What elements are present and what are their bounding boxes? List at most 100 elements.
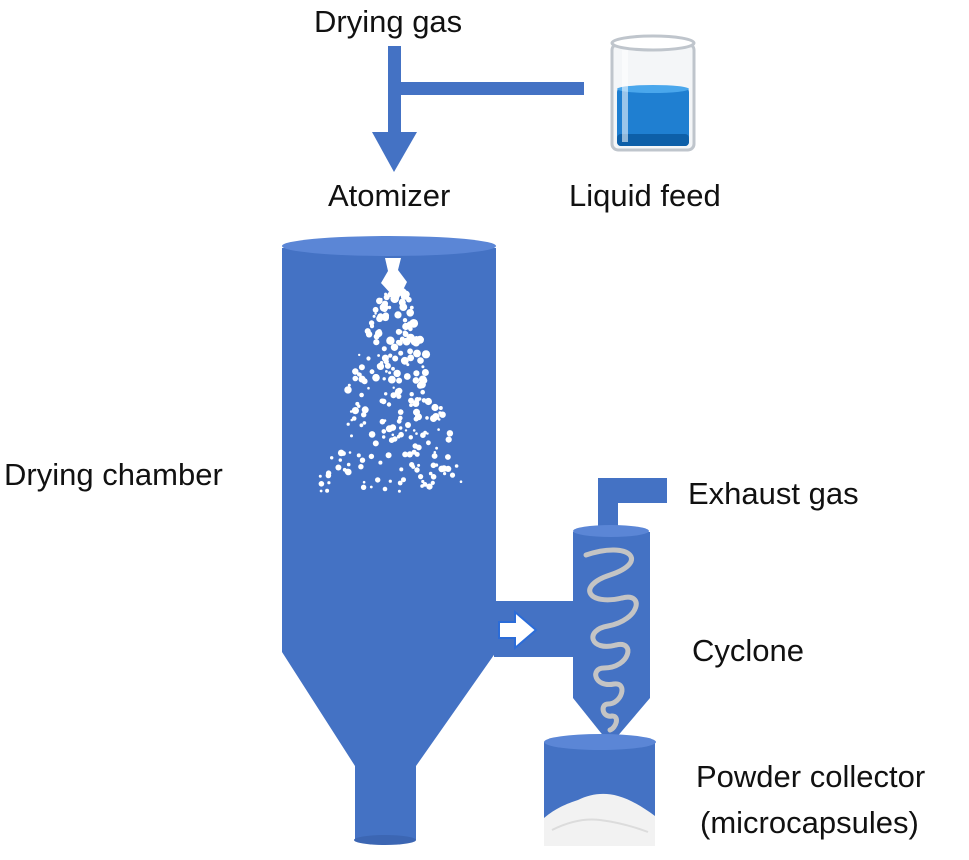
droplet	[318, 481, 325, 487]
droplet	[377, 354, 380, 357]
droplet	[412, 377, 420, 384]
droplet	[420, 432, 426, 439]
droplet	[392, 355, 399, 362]
droplet	[390, 294, 400, 304]
droplet	[432, 413, 440, 421]
droplet	[414, 451, 420, 457]
droplet	[379, 361, 384, 365]
droplet	[445, 454, 451, 460]
droplet	[397, 489, 401, 493]
droplet	[393, 369, 401, 378]
droplet	[421, 479, 425, 484]
droplet	[416, 335, 424, 344]
cyclone	[573, 478, 667, 738]
droplet	[382, 435, 386, 439]
droplet	[372, 440, 379, 447]
droplet	[382, 307, 388, 313]
droplet	[394, 390, 400, 396]
droplet	[330, 456, 334, 460]
droplet	[347, 383, 351, 387]
droplet	[357, 404, 361, 408]
droplet	[421, 365, 425, 369]
droplet	[346, 422, 350, 426]
microcapsules-label: (microcapsules)	[700, 805, 919, 840]
droplet	[418, 397, 422, 401]
droplet	[407, 348, 413, 355]
droplet	[386, 402, 392, 407]
drying-gas-label: Drying gas	[314, 4, 463, 39]
droplet	[406, 451, 413, 458]
droplet	[379, 418, 386, 425]
droplet	[384, 301, 387, 304]
droplet	[338, 458, 342, 462]
droplet	[361, 406, 369, 414]
droplet	[358, 464, 364, 470]
droplet	[430, 480, 435, 485]
droplet	[404, 429, 408, 432]
droplet	[412, 443, 418, 449]
droplet	[397, 409, 404, 415]
droplet	[385, 370, 388, 373]
droplet	[378, 460, 383, 465]
droplet	[325, 488, 330, 493]
drying-chamber	[282, 236, 496, 845]
droplet	[395, 328, 402, 335]
droplet	[384, 359, 388, 364]
droplet	[351, 407, 359, 415]
droplet	[408, 326, 413, 332]
droplet	[386, 336, 395, 345]
droplet	[381, 346, 387, 352]
droplet	[350, 418, 354, 422]
droplet	[381, 429, 387, 434]
droplet	[372, 314, 376, 318]
droplet	[409, 305, 414, 310]
droplet	[346, 462, 351, 467]
droplet	[420, 389, 426, 395]
droplet	[390, 343, 399, 351]
droplet	[380, 398, 387, 405]
droplet	[407, 354, 415, 362]
droplet	[430, 462, 437, 469]
droplet	[449, 472, 456, 478]
droplet	[369, 485, 373, 489]
droplet	[382, 377, 386, 381]
beaker-icon	[610, 34, 696, 152]
droplet	[352, 375, 359, 382]
powder-collector	[544, 734, 656, 846]
droplet	[367, 386, 370, 390]
droplet	[397, 480, 403, 486]
droplet	[375, 477, 381, 483]
droplet	[398, 415, 403, 421]
droplet	[368, 453, 375, 460]
droplet	[368, 431, 376, 438]
droplet	[421, 350, 431, 359]
droplet	[402, 330, 408, 335]
droplet	[388, 371, 392, 375]
droplet	[446, 430, 454, 437]
droplet	[400, 356, 409, 365]
droplet	[337, 449, 345, 457]
droplet	[439, 411, 446, 418]
droplet	[372, 373, 380, 382]
droplet	[397, 340, 403, 346]
droplet	[433, 451, 437, 454]
liquid-feed-label: Liquid feed	[569, 178, 721, 213]
droplet	[426, 440, 431, 446]
droplet	[438, 465, 446, 473]
droplet	[356, 453, 361, 458]
droplet	[388, 479, 392, 483]
droplet	[443, 472, 447, 476]
droplet	[319, 489, 323, 493]
spray-droplets	[318, 258, 463, 493]
exhaust-gas-label: Exhaust gas	[688, 476, 859, 511]
cyclone-label: Cyclone	[692, 633, 804, 668]
droplet	[418, 380, 426, 389]
droplet	[358, 353, 361, 357]
droplet	[387, 305, 392, 310]
atomizer-arrow-icon	[372, 132, 417, 172]
droplet	[327, 481, 331, 485]
droplet	[391, 433, 395, 437]
droplet	[414, 467, 420, 473]
droplet	[345, 468, 350, 474]
